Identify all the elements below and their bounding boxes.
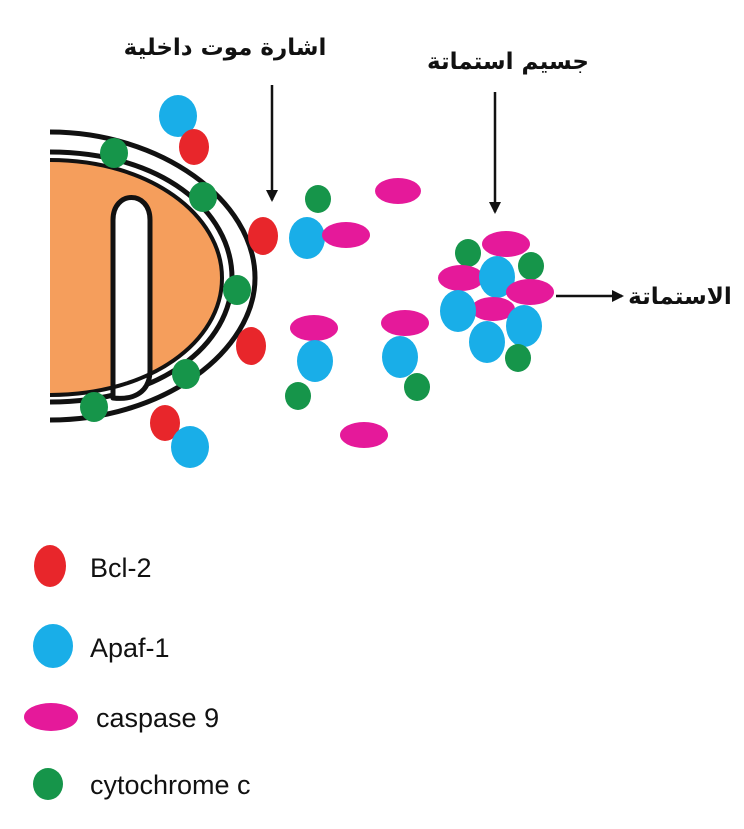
released-molecules xyxy=(285,178,430,448)
cytochrome-c-molecule xyxy=(404,373,430,401)
caspase9-molecule xyxy=(506,279,554,305)
cytochrome-c-molecule xyxy=(455,239,481,267)
matrix-edge xyxy=(49,158,225,397)
bcl2-molecule xyxy=(248,217,278,255)
apaf1-molecule xyxy=(159,95,197,137)
arrows xyxy=(266,85,624,302)
apaf1-molecule xyxy=(506,305,542,347)
legend-bcl2-label: Bcl-2 xyxy=(90,553,152,583)
caspase9-molecule xyxy=(375,178,421,204)
apaf1-molecule xyxy=(440,290,476,332)
legend-apaf1-label: Apaf-1 xyxy=(90,633,170,663)
membrane-molecules xyxy=(80,95,278,468)
internal-death-signal-label: اشارة موت داخلية xyxy=(124,35,327,61)
apaf1-molecule xyxy=(479,256,515,298)
cytochrome-c-molecule xyxy=(189,182,217,212)
cytochrome-c-molecule xyxy=(505,344,531,372)
caspase9-molecule xyxy=(290,315,338,341)
cytochrome-c-molecule xyxy=(285,382,311,410)
apoptosis-label: الاستماتة xyxy=(628,284,732,310)
caspase9-molecule xyxy=(322,222,370,248)
bcl2-molecule xyxy=(179,129,209,165)
cytochrome-c-molecule xyxy=(100,138,128,168)
cytochrome-c-molecule xyxy=(305,185,331,213)
legend: Bcl-2 Apaf-1 caspase 9 cytochrome c xyxy=(24,545,251,800)
cytochrome-c-molecule xyxy=(172,359,200,389)
bcl2-molecule xyxy=(150,405,180,441)
apaf1-molecule xyxy=(382,336,418,378)
apaf1-molecule xyxy=(171,426,209,468)
legend-caspase9-swatch xyxy=(24,703,78,731)
caspase9-molecule xyxy=(381,310,429,336)
cytochrome-c-molecule xyxy=(518,252,544,280)
cytochrome-c-molecule xyxy=(223,275,251,305)
mitochondrion xyxy=(49,129,258,423)
legend-cytochrome-c-swatch xyxy=(33,768,63,800)
caspase9-molecule xyxy=(340,422,388,448)
legend-cytochrome-c-label: cytochrome c xyxy=(90,770,251,800)
apaf1-molecule xyxy=(297,340,333,382)
caspase9-molecule xyxy=(438,265,484,291)
legend-bcl2-swatch xyxy=(34,545,66,587)
apoptosome-cluster xyxy=(438,231,554,372)
apaf1-molecule xyxy=(289,217,325,259)
caspase9-molecule xyxy=(471,297,515,321)
bcl2-molecule xyxy=(236,327,266,365)
legend-apaf1-swatch xyxy=(33,624,73,668)
crista xyxy=(110,195,153,401)
cytochrome-c-molecule xyxy=(80,392,108,422)
caspase9-molecule xyxy=(482,231,530,257)
apoptosome-label: جسيم استماتة xyxy=(427,49,589,75)
apaf1-molecule xyxy=(469,321,505,363)
legend-caspase9-label: caspase 9 xyxy=(96,703,219,733)
